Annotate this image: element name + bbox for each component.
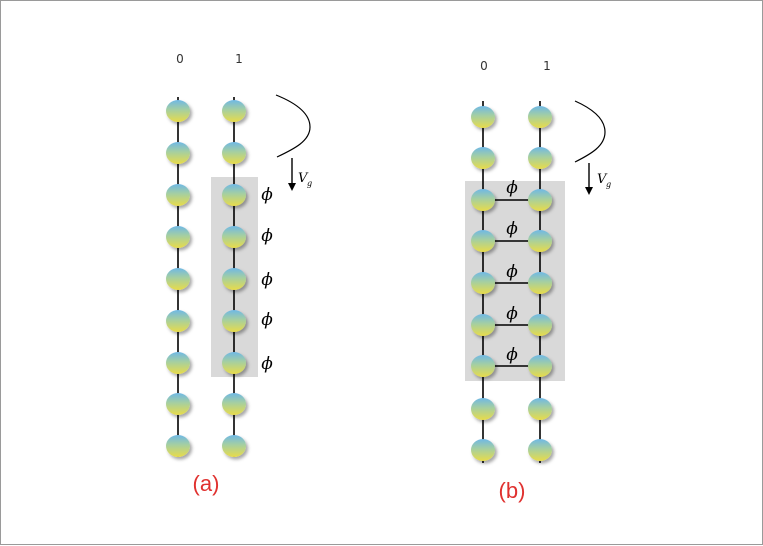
site-bead	[166, 100, 190, 122]
site-bead	[222, 268, 246, 290]
panel-a-column-label-1: 1	[235, 52, 243, 66]
site-bead	[222, 435, 246, 457]
panel-a-label: (a)	[193, 471, 220, 496]
panel-a-chain-0	[166, 100, 190, 457]
site-bead	[528, 189, 552, 211]
site-bead	[471, 314, 495, 336]
site-bead	[528, 147, 552, 169]
site-bead	[166, 184, 190, 206]
panel-b-phi-label: ϕ	[506, 219, 518, 239]
panel-b-chain-1	[528, 106, 552, 461]
site-bead	[471, 355, 495, 377]
site-bead	[528, 439, 552, 461]
panel-b-wave-subscript: g	[606, 180, 611, 189]
panel-a-wave-curve	[275, 94, 311, 158]
panel-b-phi-label: ϕ	[506, 262, 518, 282]
site-bead	[166, 310, 190, 332]
site-bead	[471, 106, 495, 128]
panel-a-column-label-0: 0	[176, 52, 184, 66]
panel-b-chain-0	[471, 106, 495, 461]
panel-b-phi-label: ϕ	[506, 304, 518, 324]
site-bead	[528, 398, 552, 420]
site-bead	[471, 147, 495, 169]
site-bead	[528, 314, 552, 336]
panel-b-column-label-0: 0	[480, 59, 488, 73]
panel-b: 0 1 ϕ ϕ ϕ ϕ ϕ V g (b)	[465, 59, 611, 503]
panel-b-label: (b)	[499, 478, 526, 503]
site-bead	[166, 142, 190, 164]
site-bead	[471, 189, 495, 211]
site-bead	[222, 100, 246, 122]
panel-a-phi-labels: ϕ ϕ ϕ ϕ ϕ	[261, 185, 273, 374]
panel-b-column-label-1: 1	[543, 59, 551, 73]
site-bead	[528, 230, 552, 252]
panel-a-phi-label: ϕ	[261, 354, 273, 374]
site-bead	[528, 106, 552, 128]
site-bead	[166, 268, 190, 290]
site-bead	[471, 272, 495, 294]
site-bead	[528, 355, 552, 377]
panel-a: 0 1 ϕ ϕ ϕ ϕ ϕ V g (a)	[166, 52, 312, 496]
site-bead	[222, 142, 246, 164]
panel-b-phi-label: ϕ	[506, 345, 518, 365]
panel-a-phi-label: ϕ	[261, 310, 273, 330]
panel-a-phi-label: ϕ	[261, 226, 273, 246]
site-bead	[166, 352, 190, 374]
site-bead	[222, 310, 246, 332]
site-bead	[222, 184, 246, 206]
site-bead	[166, 393, 190, 415]
panel-a-wave-label: V	[298, 171, 309, 186]
panel-a-chain-1	[222, 100, 246, 457]
site-bead	[166, 226, 190, 248]
site-bead	[222, 352, 246, 374]
panel-b-phi-labels: ϕ ϕ ϕ ϕ ϕ	[506, 178, 518, 365]
site-bead	[471, 398, 495, 420]
site-bead	[222, 226, 246, 248]
site-bead	[528, 272, 552, 294]
panel-a-phi-label: ϕ	[261, 270, 273, 290]
panel-b-wave-label: V	[597, 172, 608, 187]
panel-a-wave-subscript: g	[307, 179, 312, 188]
site-bead	[471, 439, 495, 461]
panel-b-wave-curve	[574, 100, 606, 163]
panel-a-phi-label: ϕ	[261, 185, 273, 205]
site-bead	[471, 230, 495, 252]
site-bead	[222, 393, 246, 415]
site-bead	[166, 435, 190, 457]
panel-b-phi-label: ϕ	[506, 178, 518, 198]
